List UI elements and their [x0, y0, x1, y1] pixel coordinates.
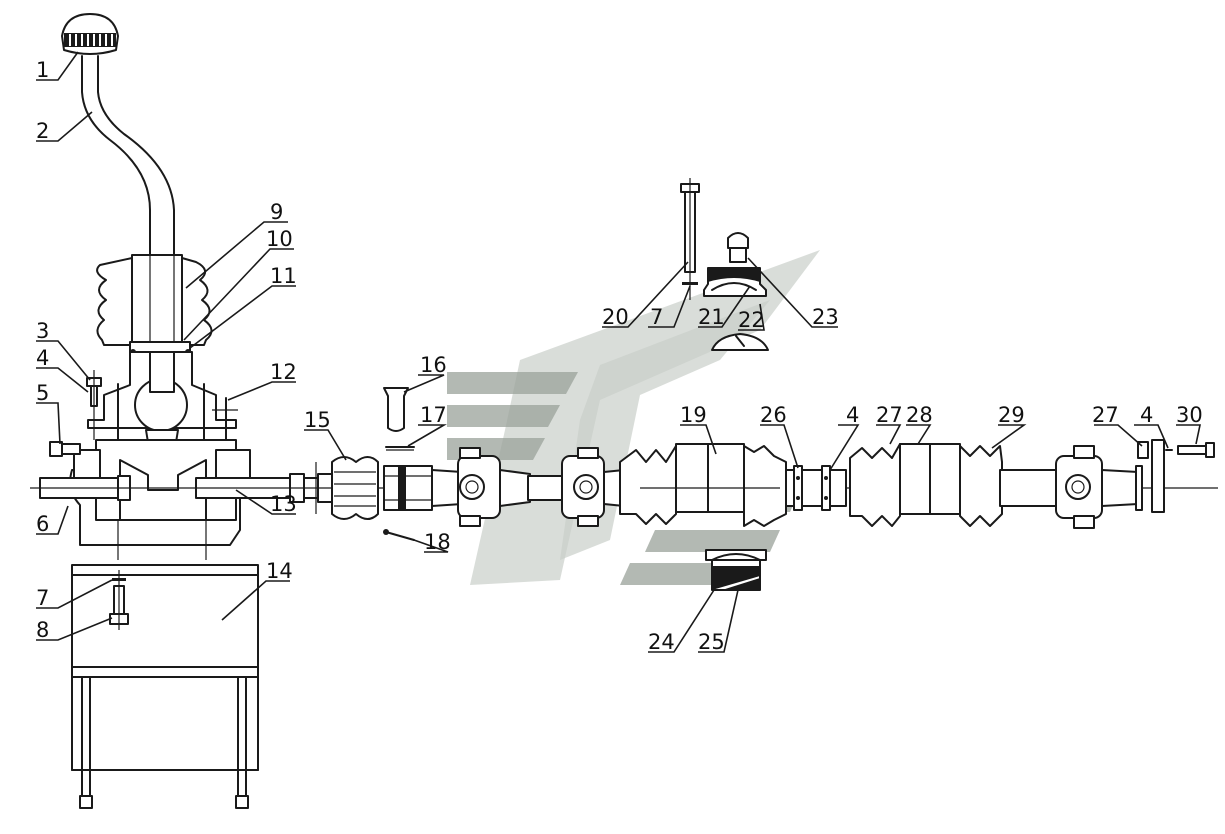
universal-joint-2 [561, 447, 625, 527]
coupling-sleeve [383, 465, 463, 511]
washer-7-upper [682, 282, 698, 285]
callout-2: 2 [36, 119, 49, 143]
clamp-block-21 [703, 267, 767, 297]
callout-28: 28 [906, 403, 933, 427]
end-flange [1137, 439, 1215, 513]
callout-17: 17 [420, 403, 447, 427]
callout-4-right: 4 [1140, 403, 1153, 427]
callout-4-mid: 4 [846, 403, 859, 427]
callout-6: 6 [36, 512, 49, 536]
callout-8: 8 [36, 618, 49, 642]
callout-1: 1 [36, 58, 49, 82]
universal-joint-3 [1055, 445, 1143, 529]
callout-16: 16 [420, 353, 447, 377]
cotter-pin-18 [383, 529, 415, 541]
callout-21: 21 [698, 305, 725, 329]
callout-4: 4 [36, 346, 49, 370]
boot-29 [929, 443, 1057, 527]
callout-15: 15 [304, 408, 331, 432]
nut-23 [727, 232, 749, 263]
boot-27-28 [849, 443, 931, 527]
callout-19: 19 [680, 403, 707, 427]
callout-5: 5 [36, 381, 49, 405]
bolt-3 [86, 370, 102, 440]
callout-18: 18 [424, 530, 451, 554]
callout-22: 22 [738, 308, 765, 332]
callout-27: 27 [876, 403, 903, 427]
shift-lever [81, 55, 175, 346]
callout-30: 30 [1176, 403, 1203, 427]
callout-26: 26 [760, 403, 787, 427]
callout-27-right: 27 [1092, 403, 1119, 427]
pin-17 [385, 446, 415, 451]
callout-24: 24 [648, 630, 675, 654]
bolt-8 [109, 570, 129, 630]
bolt-5 [49, 441, 81, 457]
callout-12: 12 [270, 360, 297, 384]
clamp-26 [785, 465, 847, 511]
callout-labels: 1 2 3 4 5 6 7 8 9 10 11 12 13 14 15 16 1… [36, 58, 1203, 654]
cap-22 [711, 333, 769, 351]
universal-joint-1 [457, 447, 531, 527]
leader-lines [36, 51, 1201, 653]
callout-13: 13 [270, 492, 297, 516]
long-bolt-20 [680, 178, 700, 300]
callout-14: 14 [266, 559, 293, 583]
callout-3: 3 [36, 319, 49, 343]
callout-10: 10 [266, 227, 293, 251]
mounting-bracket [71, 564, 259, 809]
clamp-block-24-25 [705, 549, 767, 591]
callout-20: 20 [602, 305, 629, 329]
large-boot-19 [619, 443, 787, 527]
pin-16 [383, 387, 409, 432]
callout-11: 11 [270, 264, 297, 288]
gear-knob [61, 13, 119, 55]
callout-7-upper: 7 [650, 305, 663, 329]
lever-boot [96, 254, 213, 355]
callout-29: 29 [998, 403, 1025, 427]
callout-7: 7 [36, 586, 49, 610]
small-boot-15 [331, 456, 379, 520]
callout-9: 9 [270, 200, 283, 224]
callout-25: 25 [698, 630, 725, 654]
callout-23: 23 [812, 305, 839, 329]
